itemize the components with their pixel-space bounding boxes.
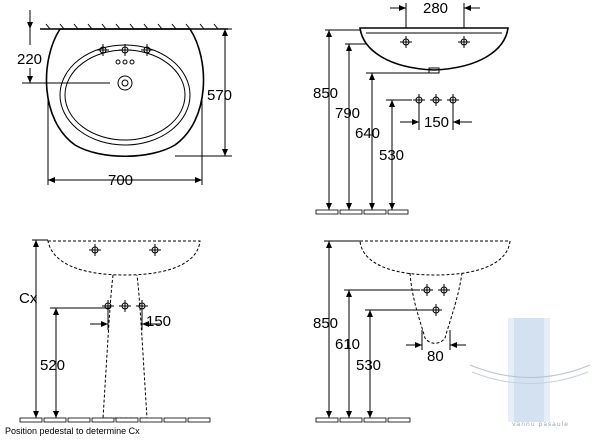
dim-790: 790 [335,105,360,122]
dim-850-pedestal: 850 [313,315,338,332]
tap-hole-icon [429,303,443,317]
dim-cx: Cx [19,290,38,307]
dim-570: 570 [207,87,232,104]
tap-hole-icon [437,283,451,297]
dim-640: 640 [355,125,380,142]
dim-150-front: 150 [146,313,171,330]
dim-280: 280 [423,0,448,17]
tap-hole-icon [88,243,102,257]
dim-850-side: 850 [313,85,338,102]
pedestal-side-view: 850 610 530 80 [313,240,511,423]
side-view: 280 850 790 640 530 150 [313,0,509,215]
drain-icon [117,75,133,91]
floor [315,209,409,215]
pedestal-note: Position pedestal to determine Cx [5,426,140,436]
dim-530-side: 530 [379,147,404,164]
pedestal-front-view: Cx 520 150 Position pedestal to determin… [5,239,211,436]
tap-hole-icon [118,299,132,313]
tap-hole-icon [429,93,443,107]
wall-hatch [45,23,219,30]
tap-hole-icon [399,35,413,49]
tap-hole-icon [457,35,471,49]
dim-150-side: 150 [424,114,449,131]
floor [315,417,411,423]
top-view: 220 570 700 [17,10,232,189]
dim-610: 610 [335,336,360,353]
tap-hole-icon [148,243,162,257]
basin-elevation [359,27,509,71]
dim-520: 520 [40,357,65,374]
dim-220: 220 [17,51,42,68]
dim-530-pedestal: 530 [356,357,381,374]
tap-hole-icon [420,283,434,297]
watermark-logo: vannu pasaule [469,318,591,428]
tap-hole-icon [118,43,132,57]
watermark-text: vannu pasaule [512,421,569,428]
basin-outline [45,28,205,157]
floor [19,417,211,423]
dim-80: 80 [427,348,444,365]
dim-700: 700 [108,172,133,189]
